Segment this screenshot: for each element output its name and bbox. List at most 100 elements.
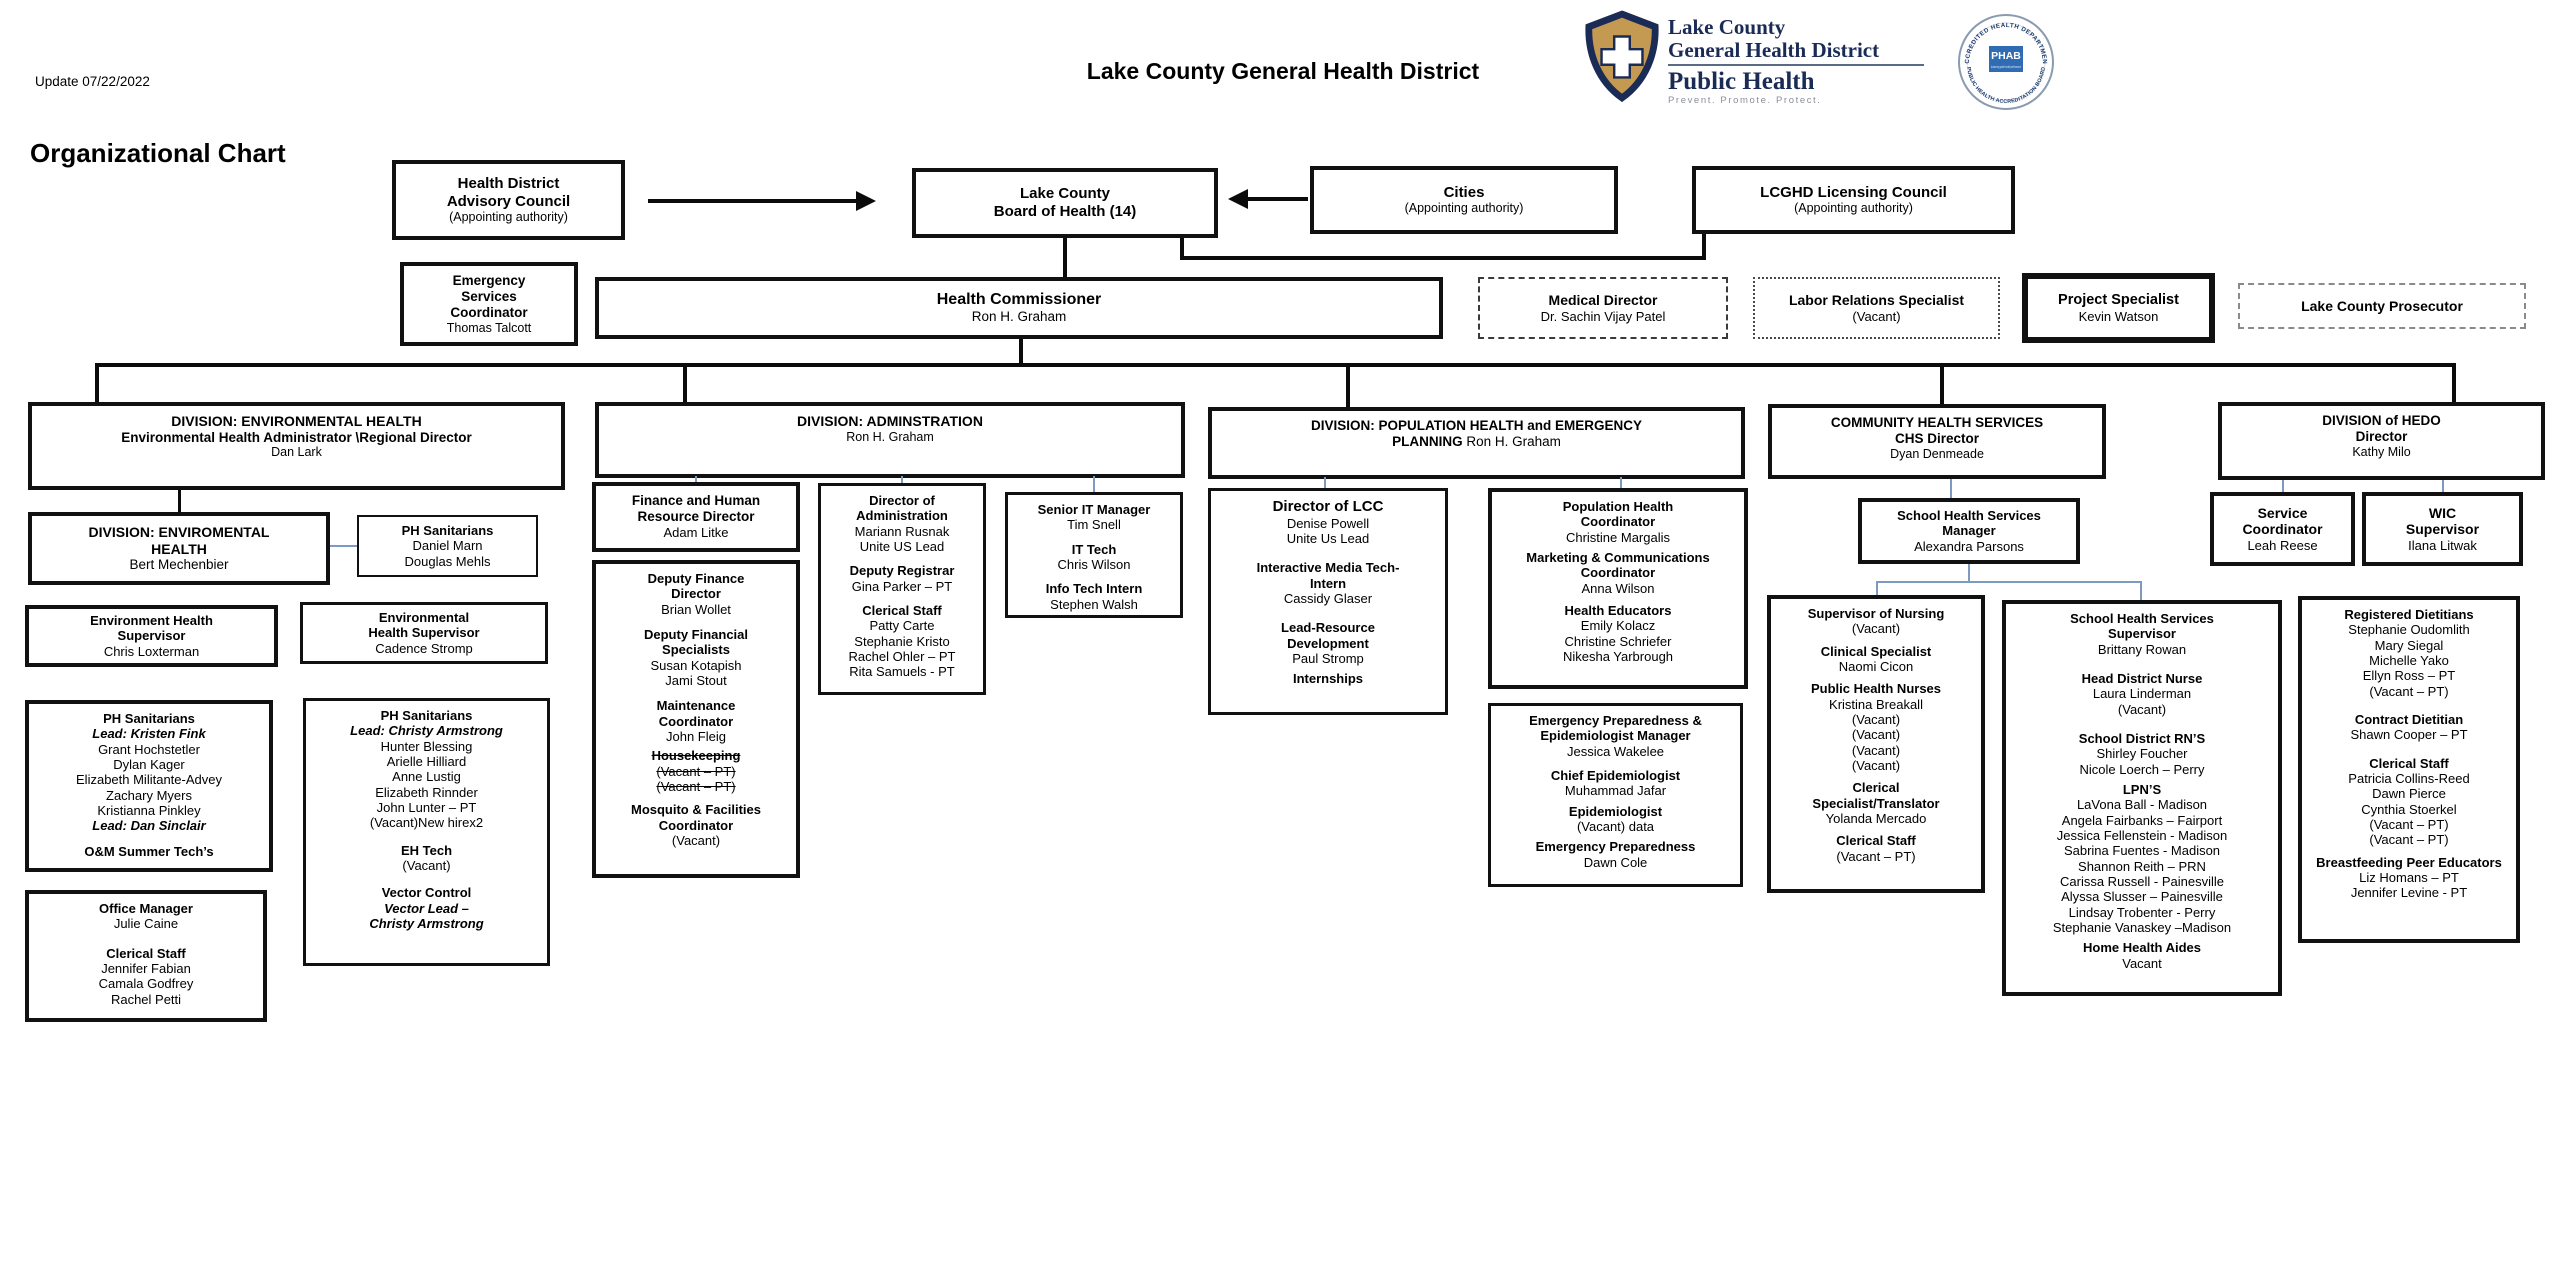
- box-line: (Appointing authority): [1794, 201, 1913, 216]
- box-line: Marketing & Communications: [1526, 549, 1710, 565]
- box-line: Douglas Mehls: [404, 553, 491, 569]
- box-line: Cynthia Stoerkel: [2361, 801, 2457, 817]
- box-line: Sabrina Fuentes - Madison: [2063, 843, 2221, 859]
- box-line: Bert Mechenbier: [129, 557, 229, 573]
- box-line: DIVISION of HEDO: [2322, 413, 2441, 428]
- box-line: Environment Health: [90, 613, 213, 628]
- box-line: Rita Samuels - PT: [849, 664, 955, 680]
- pop-to-coordinator-connector: [1620, 477, 1622, 489]
- seal-square: [1989, 46, 2023, 72]
- box-line: (Vacant): [1852, 308, 1901, 324]
- box-line: WIC: [2428, 504, 2457, 521]
- box-line: Emergency: [452, 272, 526, 288]
- update-date: Update 07/22/2022: [35, 74, 150, 89]
- box-line: Director: [671, 586, 721, 602]
- box-line: Jami Stout: [665, 672, 727, 688]
- logo-brand: Public Health: [1668, 68, 1815, 96]
- box-line: Vacant: [2122, 955, 2162, 971]
- box-line: Lead: Kristen Fink: [92, 726, 206, 742]
- box-line: Patricia Collins-Reed: [2348, 770, 2470, 786]
- box-line: Clerical Staff: [1836, 833, 1916, 849]
- box-line: Manager: [1942, 523, 1996, 539]
- pop-to-lcc-connector: [1324, 477, 1326, 489]
- box-line: Info Tech Intern: [1045, 581, 1143, 597]
- logo-tagline: Prevent. Promote. Protect.: [1668, 95, 1822, 107]
- box-line: Internships: [1292, 671, 1364, 687]
- box-line: Patty Carte: [869, 618, 935, 634]
- box-line: Resource Director: [637, 509, 755, 525]
- box-line: Daniel Marn: [412, 538, 483, 554]
- box-line: Supervisor of Nursing: [1807, 606, 1945, 621]
- box-line: Stephanie Oudomlith: [2348, 622, 2470, 638]
- logo-name-line2: General Health District: [1668, 37, 1880, 62]
- box-line: Intern: [1309, 575, 1347, 591]
- box-line: Elizabeth Rinnder: [375, 784, 478, 800]
- box-line: Coordinator: [1580, 514, 1656, 530]
- box-line: Vector Control: [381, 885, 472, 901]
- box-line: Anna Wilson: [1581, 580, 1655, 596]
- box-line: Clerical Staff: [106, 945, 186, 961]
- box-line: Supervisor: [2108, 626, 2176, 642]
- box-line: Jennifer Fabian: [101, 960, 191, 976]
- district-shield-logo-icon: [1585, 10, 1659, 102]
- box-line: Director: [2355, 428, 2408, 444]
- box-line: PLANNING Ron H. Graham: [1392, 433, 1561, 449]
- box-line: PH Sanitarians: [380, 708, 473, 723]
- box-line: (Vacant)New hirex2: [369, 815, 484, 831]
- box-line: Stephen Walsh: [1050, 596, 1138, 612]
- box-line: CHS Director: [1894, 430, 1980, 446]
- box-line: (Vacant – PT): [1836, 848, 1916, 864]
- box-line: Health Educators: [1564, 602, 1672, 618]
- box-line: DIVISION: ENVIROMENTAL: [88, 524, 270, 541]
- admin-to-it-connector: [1093, 476, 1095, 493]
- trunk-drop-population: [1346, 363, 1350, 408]
- env-sub-to-sanitarians-connector: [330, 545, 357, 547]
- box-line: Office Manager: [99, 901, 193, 916]
- box-line: Coordinator: [658, 817, 734, 833]
- box-line: Lake County: [1019, 185, 1110, 203]
- box-line: Muhammad Jafar: [1564, 783, 1667, 799]
- box-line: (Vacant – PT): [656, 778, 736, 794]
- box-line: Health Supervisor: [368, 625, 480, 641]
- box-line: COMMUNITY HEALTH SERVICES: [1830, 415, 2044, 430]
- nursing-box: Supervisor of Nursing(Vacant)Clinical Sp…: [1767, 595, 1985, 893]
- admin-to-director-connector: [901, 476, 903, 485]
- box-line: Shirley Foucher: [2096, 746, 2188, 762]
- box-line: (Vacant – PT): [2369, 816, 2449, 832]
- box-line: Emergency Preparedness: [1535, 839, 1696, 855]
- box-line: Health Commissioner: [936, 290, 1102, 308]
- box-line: Contract Dietitian: [2354, 711, 2464, 727]
- box-line: Yolanda Mercado: [1825, 810, 1927, 826]
- box-line: Michelle Yako: [2369, 652, 2449, 668]
- box-line: Coordinator: [658, 713, 734, 729]
- box-line: Ellyn Ross – PT: [2362, 668, 2456, 684]
- box-line: Lead: Christy Armstrong: [350, 723, 503, 739]
- logo-divider: [1668, 64, 1924, 67]
- trunk-drop-administration: [683, 363, 687, 403]
- box-line: O&M Summer Tech’s: [84, 843, 214, 859]
- box-line: Breastfeeding Peer Educators: [2316, 854, 2502, 870]
- box-line: Director of LCC: [1272, 498, 1384, 515]
- box-line: Kristina Breakall: [1829, 696, 1923, 712]
- env-header-to-sub-connector: [178, 490, 181, 512]
- box-line: Housekeeping: [651, 748, 741, 764]
- box-line: Coordinator: [450, 304, 528, 320]
- box-line: Anne Lustig: [392, 769, 461, 785]
- box-line: Adam Litke: [663, 525, 729, 541]
- box-line: Jessica Fellenstein - Madison: [2056, 827, 2228, 843]
- labor-relations-specialist-box: Labor Relations Specialist(Vacant): [1753, 277, 2000, 339]
- box-line: (Vacant): [671, 832, 721, 848]
- shs-branch-left-connector: [1876, 581, 1878, 595]
- box-line: Vector Lead –: [384, 900, 469, 916]
- box-line: School Health Services: [1897, 508, 2041, 523]
- box-line: Jennifer Levine - PT: [2350, 885, 2468, 901]
- box-line: (Vacant): [1851, 621, 1901, 637]
